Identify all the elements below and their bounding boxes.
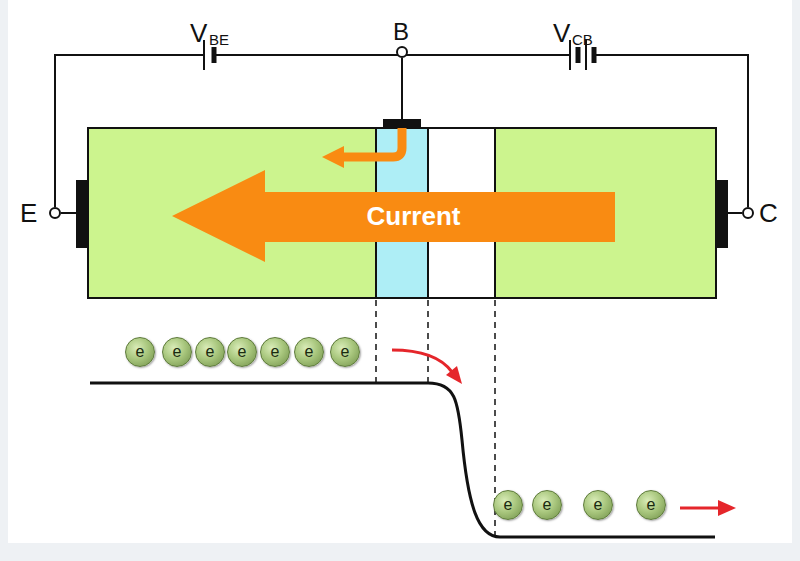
electron: e [162, 337, 192, 367]
base-current-arrow [342, 128, 402, 157]
region-borders [88, 128, 716, 298]
electron: e [227, 337, 257, 367]
electron: e [493, 490, 523, 520]
arrow-head [718, 500, 736, 516]
electron-symbol: e [504, 496, 513, 514]
wire [214, 54, 570, 56]
electron-symbol: e [647, 496, 656, 514]
electron-symbol: e [206, 343, 215, 361]
wire [728, 212, 742, 214]
electron: e [583, 490, 613, 520]
electron-symbol: e [543, 496, 552, 514]
electron: e [125, 337, 155, 367]
emitter-contact [76, 180, 88, 248]
electron: e [195, 337, 225, 367]
electron-symbol: e [136, 343, 145, 361]
guide-lines [376, 300, 495, 536]
electron: e [636, 490, 666, 520]
device-outline [88, 128, 716, 298]
terminal-name: E [20, 200, 37, 226]
current-arrow: Current [172, 170, 615, 262]
guide-line [375, 300, 377, 385]
wire [401, 58, 403, 120]
voltage-subscript: BE [209, 32, 229, 47]
arrow-body [172, 170, 615, 262]
voltage-subscript: CB [572, 32, 593, 47]
terminal-name: B [393, 20, 409, 44]
voltage-symbol: V [553, 20, 570, 46]
electron-symbol: e [305, 343, 314, 361]
battery-plate [576, 47, 581, 63]
guide-line [427, 300, 429, 385]
electron-symbol: e [173, 343, 182, 361]
base-contact [383, 119, 421, 128]
motion-arrow [680, 507, 720, 510]
electron: e [532, 490, 562, 520]
arrow-label: Current [367, 201, 461, 232]
terminal [397, 47, 407, 57]
electron: e [260, 337, 290, 367]
electron-symbol: e [341, 343, 350, 361]
background [8, 0, 792, 543]
collector-contact [716, 180, 728, 248]
electron-symbol: e [238, 343, 247, 361]
electron-symbol: e [271, 343, 280, 361]
wire [61, 212, 76, 214]
terminal-name: C [759, 200, 778, 226]
electron: e [330, 337, 360, 367]
electron-symbol: e [594, 496, 603, 514]
arrow-head [446, 366, 462, 384]
terminal [743, 208, 753, 218]
battery-plate [212, 47, 217, 63]
energy-band [90, 383, 715, 537]
battery-plate [592, 47, 597, 63]
arrow-head [322, 146, 344, 168]
motion-arrow [392, 350, 452, 372]
voltage-symbol: V [190, 20, 207, 46]
terminal [50, 208, 60, 218]
electron: e [294, 337, 324, 367]
